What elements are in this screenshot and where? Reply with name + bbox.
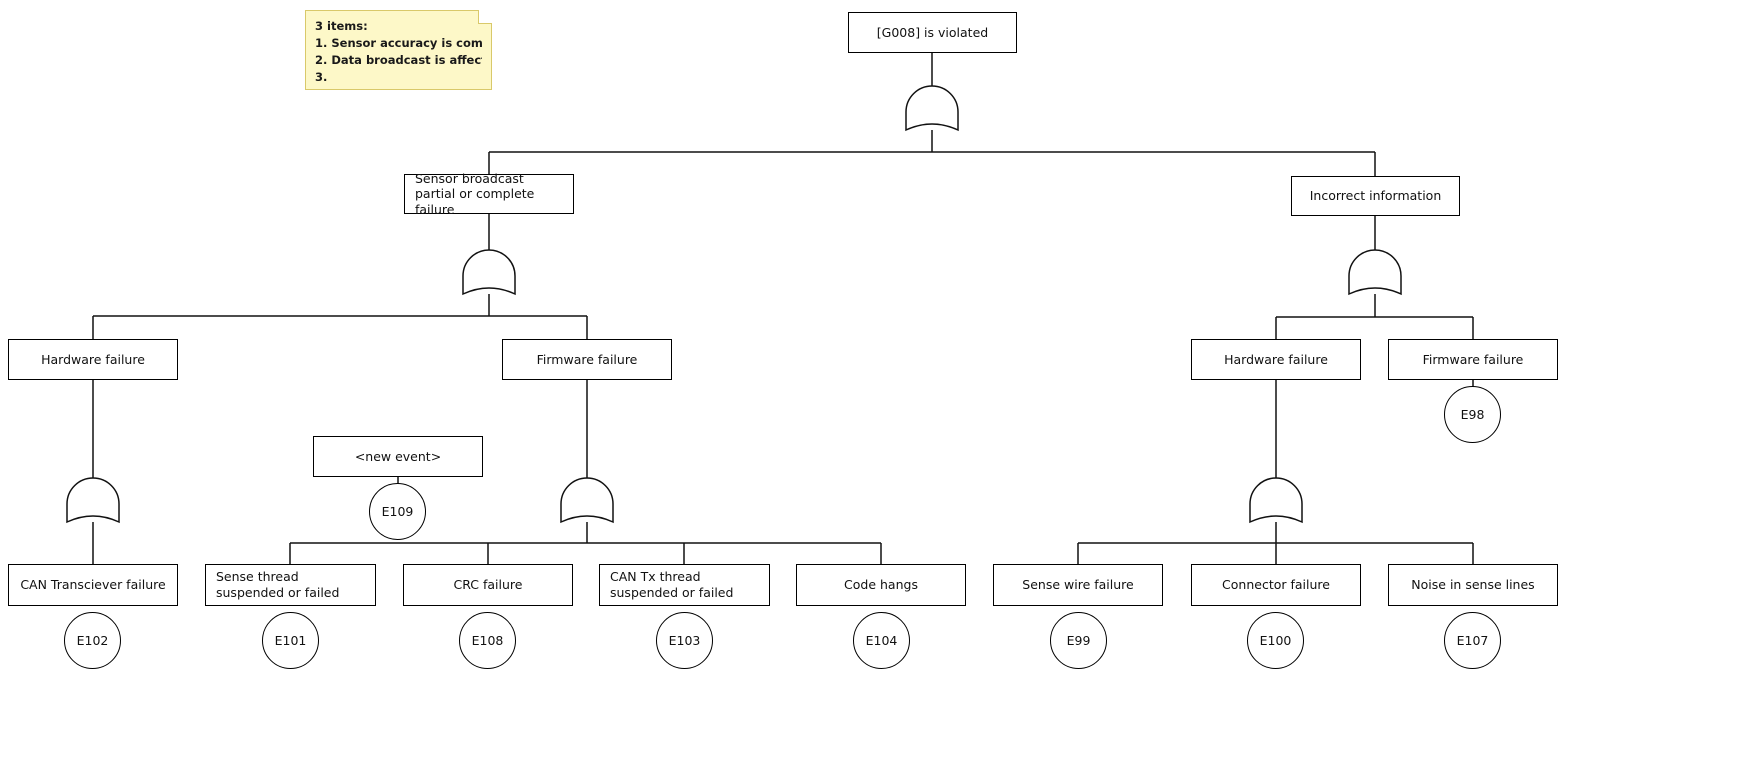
basic-event-e109[interactable]: E109 <box>369 483 426 540</box>
node-crc-failure[interactable]: CRC failure <box>403 564 573 606</box>
node-code-hangs[interactable]: Code hangs <box>796 564 966 606</box>
node-crc-failure-label: CRC failure <box>453 577 523 593</box>
node-hardware-failure-left[interactable]: Hardware failure <box>8 339 178 380</box>
basic-event-e101-label: E101 <box>274 633 307 648</box>
or-gate-incorrect-info <box>1348 249 1402 296</box>
node-new-event-label: <new event> <box>354 448 442 464</box>
basic-event-e108-label: E108 <box>471 633 504 648</box>
node-can-transceiver-failure[interactable]: CAN Transciever failure <box>8 564 178 606</box>
node-can-tx-thread-suspended[interactable]: CAN Tx thread suspended or failed <box>599 564 770 606</box>
basic-event-e102[interactable]: E102 <box>64 612 121 669</box>
or-gate-hw-left <box>66 477 120 524</box>
basic-event-e104-label: E104 <box>865 633 898 648</box>
basic-event-e109-label: E109 <box>381 504 414 519</box>
basic-event-e98[interactable]: E98 <box>1444 386 1501 443</box>
node-connector-failure-label: Connector failure <box>1222 577 1330 593</box>
node-root[interactable]: [G008] is violated <box>848 12 1017 53</box>
or-gate-fw-left <box>560 477 614 524</box>
note-line-3: 3. <box>315 70 328 85</box>
node-sense-thread-suspended-label: Sense thread suspended or failed <box>216 569 340 600</box>
node-sensor-broadcast[interactable]: Sensor broadcast partial or complete fai… <box>404 171 574 217</box>
basic-event-e103-label: E103 <box>668 633 701 648</box>
or-gate-root <box>905 85 959 132</box>
node-can-tx-thread-suspended-label: CAN Tx thread suspended or failed <box>610 569 734 600</box>
basic-event-e101[interactable]: E101 <box>262 612 319 669</box>
note-line-1: 1. Sensor accuracy is compromised <box>315 36 482 51</box>
node-sense-thread-suspended[interactable]: Sense thread suspended or failed <box>205 564 376 606</box>
or-gate-hw-right <box>1249 477 1303 524</box>
node-new-event[interactable]: <new event> <box>313 436 483 477</box>
node-incorrect-information-label: Incorrect information <box>1309 188 1442 204</box>
basic-event-e99[interactable]: E99 <box>1050 612 1107 669</box>
basic-event-e108[interactable]: E108 <box>459 612 516 669</box>
node-root-label: [G008] is violated <box>876 24 989 40</box>
node-firmware-failure-left-label: Firmware failure <box>536 351 638 367</box>
node-sensor-broadcast-label: Sensor broadcast partial or complete fai… <box>415 170 535 217</box>
or-gate-sensor-broadcast <box>462 249 516 296</box>
note-line-0: 3 items: <box>315 19 368 33</box>
basic-event-e98-label: E98 <box>1460 407 1485 422</box>
basic-event-e107-label: E107 <box>1456 633 1489 648</box>
node-noise-in-sense-lines-label: Noise in sense lines <box>1411 577 1535 593</box>
node-sense-wire-failure-label: Sense wire failure <box>1022 577 1134 593</box>
note-body: 3 items: 1. Sensor accuracy is compromis… <box>306 11 491 89</box>
sticky-note[interactable]: 3 items: 1. Sensor accuracy is compromis… <box>305 10 492 90</box>
node-firmware-failure-right-label: Firmware failure <box>1422 351 1524 367</box>
node-incorrect-information[interactable]: Incorrect information <box>1291 176 1460 216</box>
basic-event-e107[interactable]: E107 <box>1444 612 1501 669</box>
node-firmware-failure-right[interactable]: Firmware failure <box>1388 339 1558 380</box>
node-firmware-failure-left[interactable]: Firmware failure <box>502 339 672 380</box>
node-hardware-failure-right-label: Hardware failure <box>1224 351 1328 367</box>
node-hardware-failure-left-label: Hardware failure <box>41 351 145 367</box>
basic-event-e102-label: E102 <box>76 633 109 648</box>
node-sense-wire-failure[interactable]: Sense wire failure <box>993 564 1163 606</box>
node-can-transceiver-failure-label: CAN Transciever failure <box>20 577 166 593</box>
note-fold-corner <box>478 10 492 24</box>
node-code-hangs-label: Code hangs <box>844 577 918 593</box>
node-hardware-failure-right[interactable]: Hardware failure <box>1191 339 1361 380</box>
basic-event-e100-label: E100 <box>1259 633 1292 648</box>
basic-event-e104[interactable]: E104 <box>853 612 910 669</box>
basic-event-e99-label: E99 <box>1066 633 1091 648</box>
node-connector-failure[interactable]: Connector failure <box>1191 564 1361 606</box>
node-noise-in-sense-lines[interactable]: Noise in sense lines <box>1388 564 1558 606</box>
note-line-2: 2. Data broadcast is affected <box>315 53 482 68</box>
basic-event-e100[interactable]: E100 <box>1247 612 1304 669</box>
basic-event-e103[interactable]: E103 <box>656 612 713 669</box>
